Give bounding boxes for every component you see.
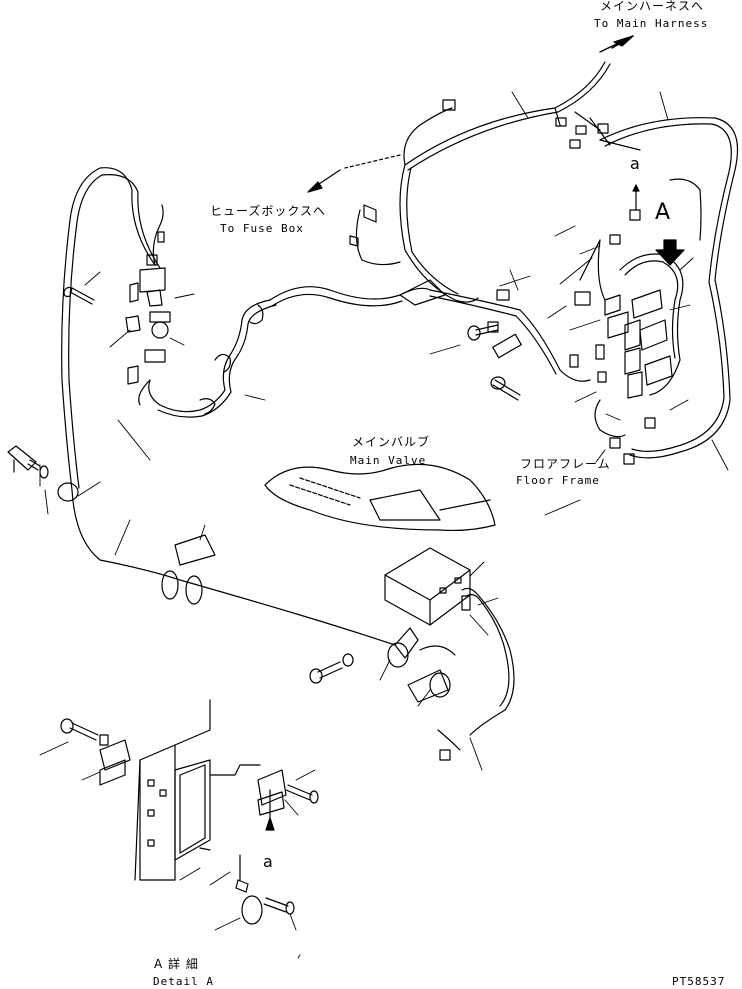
floor-frame-label-jp: フロアフレーム [520, 457, 611, 471]
ref-a-detail: a [263, 852, 274, 871]
main-harness-label-en: To Main Harness [594, 17, 709, 30]
middle-bolts [467, 324, 522, 401]
leader-lines [39, 91, 729, 959]
main-harness-label-jp: メインハーネスへ [600, 0, 705, 13]
floor-frame-label-en: Floor Frame [516, 474, 600, 487]
left-vertical-harness [57, 167, 396, 646]
right-harness-loop [599, 117, 739, 459]
main-valve-label-jp: メインバルブ [352, 435, 431, 449]
main-valve-outline [264, 463, 496, 532]
fuse-box-label-jp: ヒューズボックスへ [210, 204, 327, 218]
view-a-arrow [655, 239, 685, 266]
upper-cross-harness [148, 279, 591, 418]
fuse-box-branch [307, 99, 479, 303]
control-box [384, 547, 515, 736]
lower-clamps [161, 534, 461, 761]
main-valve-label-en: Main Valve [350, 454, 427, 467]
ref-a-top: a [630, 154, 641, 173]
detail-a-label-jp: A 詳 細 [154, 957, 199, 971]
fuse-box-label-en: To Fuse Box [220, 222, 304, 235]
detail-a-label-en: Detail A [153, 975, 214, 988]
main-harness-cable [404, 35, 641, 171]
view-a-letter: A [655, 200, 672, 225]
part-code: PT58537 [672, 975, 726, 988]
left-bolts [7, 286, 95, 479]
detail-a-drawing [60, 699, 319, 925]
solenoid-valve-bank [569, 234, 684, 465]
